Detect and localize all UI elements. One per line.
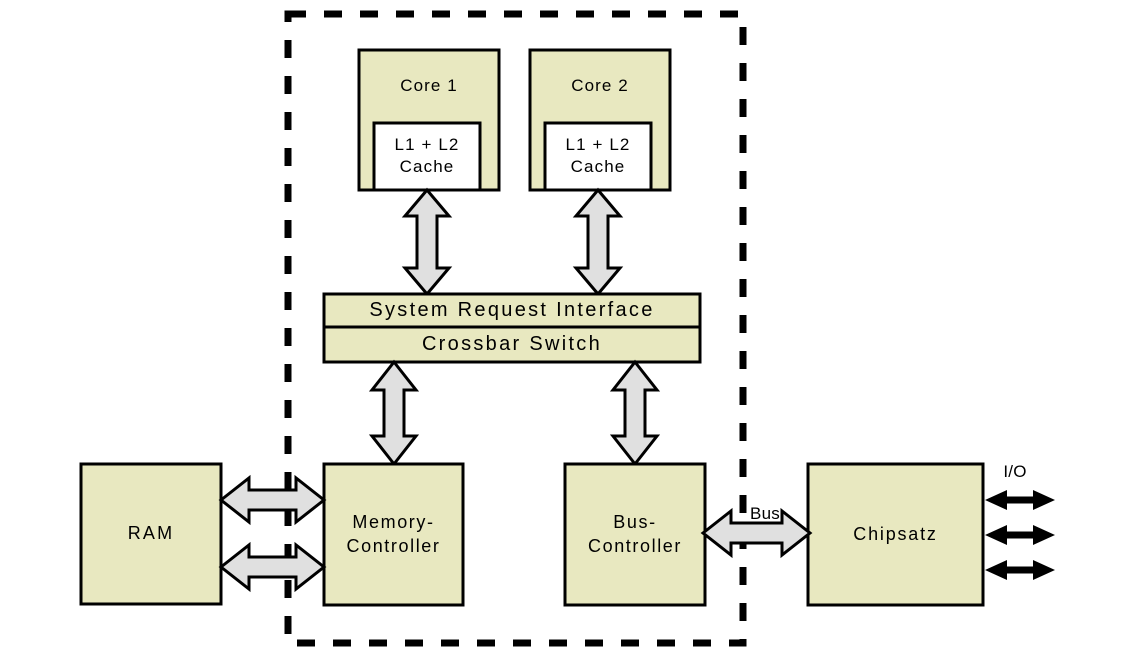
bus-controller-box[interactable] bbox=[563, 462, 707, 607]
crossbar-switch-box[interactable] bbox=[322, 325, 702, 364]
cpu-die-boundary bbox=[284, 10, 747, 647]
io-arrows bbox=[985, 490, 1055, 580]
chipsatz-box[interactable] bbox=[806, 462, 985, 607]
io-arrow-3 bbox=[985, 560, 1055, 580]
core2-sri-arrow bbox=[572, 187, 624, 297]
ram-box[interactable] bbox=[79, 462, 223, 606]
cache2-box[interactable] bbox=[543, 121, 653, 192]
system-request-interface-box[interactable] bbox=[322, 292, 702, 329]
io-arrow-2 bbox=[985, 525, 1055, 545]
io-arrow-1 bbox=[985, 490, 1055, 510]
ram-memctrl-arrow-upper bbox=[218, 474, 327, 526]
bus-arrow bbox=[700, 507, 813, 559]
core1-sri-arrow bbox=[401, 187, 453, 297]
crossbar-memctrl-arrow bbox=[368, 359, 420, 467]
cache1-box[interactable] bbox=[372, 121, 482, 192]
crossbar-busctrl-arrow bbox=[609, 359, 661, 467]
memory-controller-box[interactable] bbox=[322, 462, 465, 607]
ram-memctrl-arrow-lower bbox=[218, 541, 327, 593]
